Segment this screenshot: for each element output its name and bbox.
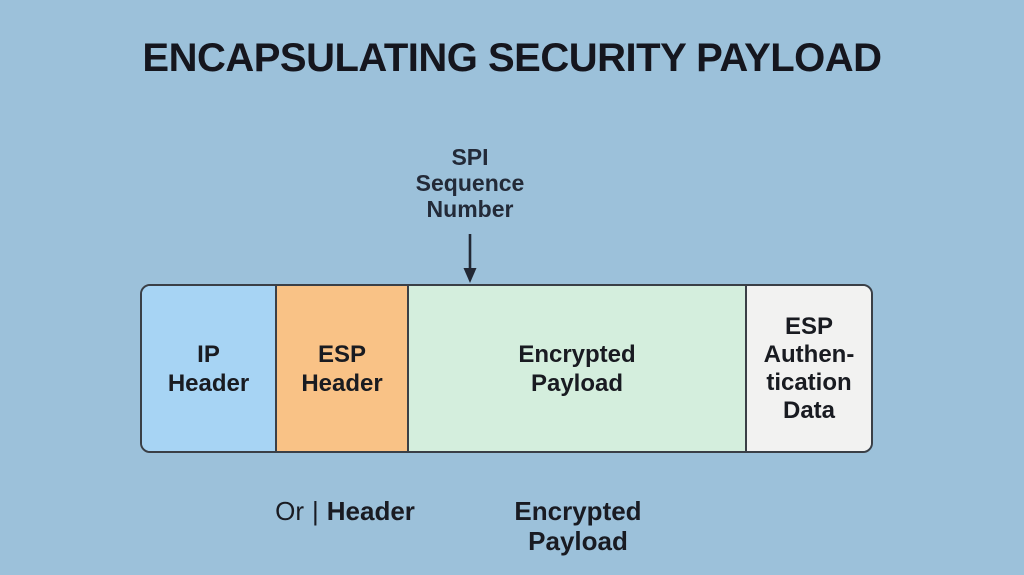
spi-sequence-annotation: SPI Sequence Number — [416, 144, 525, 222]
down-arrow-icon — [461, 234, 479, 284]
footer-payload-line1: Encrypted — [514, 496, 642, 526]
or-text: Or — [275, 496, 304, 526]
esp-packet-structure: IP Header ESP Header Encrypted Payload E… — [140, 284, 873, 453]
segment-esp-authentication-data: ESP Authen- tication Data — [745, 286, 871, 451]
annotation-line-sequence: Sequence — [415, 170, 525, 196]
segment-esp-header: ESP Header — [275, 286, 407, 451]
segment-label: IP Header — [167, 340, 250, 397]
annotation-line-spi: SPI — [451, 144, 489, 170]
encrypted-payload-footer-label: Encrypted Payload — [514, 496, 641, 556]
header-text: Header — [326, 496, 415, 526]
segment-label: Encrypted Payload — [518, 340, 636, 397]
segment-encrypted-payload: Encrypted Payload — [407, 286, 745, 451]
annotation-line-number: Number — [426, 196, 514, 222]
diagram-title: ENCAPSULATING SECURITY PAYLOAD — [142, 36, 882, 80]
segment-label: ESP Authen- tication Data — [763, 312, 855, 424]
segment-ip-header: IP Header — [142, 286, 275, 451]
segment-label: ESP Header — [301, 340, 383, 397]
alternative-header-label: Or|Header — [275, 496, 415, 527]
pipe-separator: | — [311, 496, 319, 526]
footer-payload-line2: Payload — [528, 526, 628, 556]
